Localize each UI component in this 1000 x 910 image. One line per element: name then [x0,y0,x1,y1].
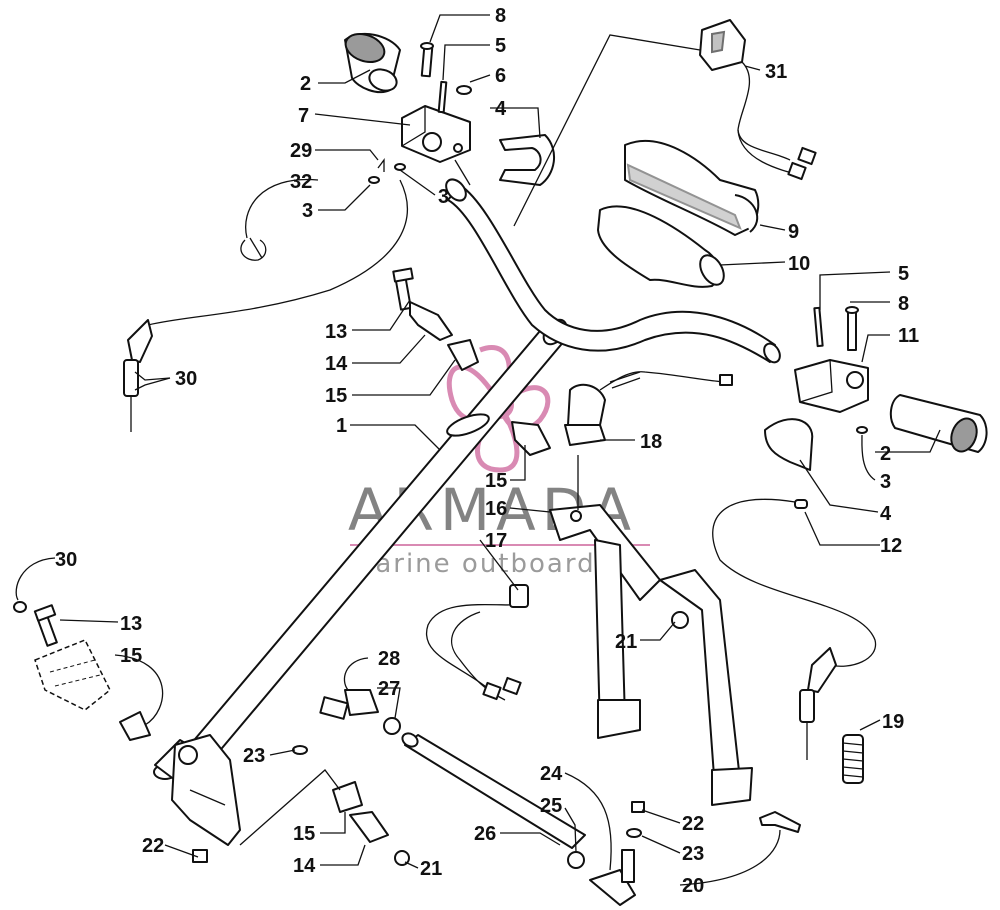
callout-13-lower: 13 [120,613,142,635]
watermark-tagline: marine outboards [348,549,611,579]
callout-4-left: 4 [495,98,507,120]
callout-7: 7 [298,105,309,127]
nut-22-lower-right [631,801,645,813]
upper-clamp-14 [409,301,453,341]
callout-23-left: 23 [243,745,265,767]
callout-5-top: 5 [495,35,506,57]
throttle-lever-4-right [764,418,814,471]
throttle-cable-30 [123,179,408,432]
callout-30-top: 30 [175,368,197,390]
callout-15-lower: 15 [293,823,315,845]
nut-22-lower-left [192,849,208,863]
callout-3-mid: 3 [438,186,449,208]
right-grip-2 [889,394,988,453]
callout-18: 18 [640,431,662,453]
washer-6 [456,85,472,95]
callout-24: 24 [540,763,563,785]
cable-12 [712,498,877,760]
washer-23-right [626,828,642,838]
callout-15-top: 15 [325,385,347,407]
leader-lines [15,14,941,886]
right-throttle-housing-11 [794,359,869,413]
callout-2-right: 2 [880,443,891,465]
callout-22-right: 22 [682,813,704,835]
callout-4-right: 4 [880,503,892,525]
nut-21-upper [671,611,689,629]
callout-23-right: 23 [682,843,704,865]
upper-clamp-15 [447,339,479,371]
small-washers-3-left [368,158,406,184]
callout-21-upper: 21 [615,631,637,653]
spring-19 [842,734,864,784]
tie-rod-26 [401,732,586,849]
clip-32 [240,237,267,261]
ball-joint-28 [319,689,379,720]
callout-3-left: 3 [302,200,313,222]
bolt-13-lower [33,604,58,647]
harness-17 [425,584,529,701]
callout-30-lower: 30 [55,549,77,571]
throttle-lever-4-left [499,134,556,186]
handlebar [445,178,781,364]
key-switch-18 [564,371,733,446]
dashed-bracket [34,639,111,711]
callout-20: 20 [682,875,704,897]
support-frame-16 [549,504,753,806]
callout-9: 9 [788,221,799,243]
clamp-15-lower-left [119,711,151,741]
nut-21-lower [394,850,410,866]
callout-5-right: 5 [898,263,909,285]
mid-clamp-15 [511,421,551,456]
callout-17: 17 [485,530,507,552]
throttle-housing-7 [401,105,471,163]
callout-11: 11 [898,325,919,347]
kill-switch-31 [699,19,817,181]
pin-5-left [437,80,448,114]
handlebar-foam-10 [597,205,725,288]
washer-23-left [292,745,308,755]
ball-joint-24 [589,849,636,906]
callout-26: 26 [474,823,496,845]
callout-1: 1 [336,415,347,437]
callout-14-top: 14 [325,353,348,375]
screw-8-right [845,306,859,351]
pin-5-right [813,306,824,348]
callout-32: 32 [290,171,312,193]
callout-22-left: 22 [142,835,164,857]
callout-14-lower: 14 [293,855,316,877]
callout-12: 12 [880,535,902,557]
callout-27: 27 [378,678,400,700]
left-grip-2 [344,32,401,94]
callout-3-right: 3 [880,471,891,493]
washer-3-right [856,426,868,434]
callout-21-lower: 21 [420,858,442,880]
callout-8-right: 8 [898,293,909,315]
callout-15-mid: 15 [485,470,507,492]
screw-8-left [420,42,434,78]
cotter-pin-20 [759,811,801,833]
callout-25: 25 [540,795,562,817]
reference-lines [239,34,701,846]
callout-31: 31 [765,61,787,83]
nut-27 [383,717,401,735]
callout-15-lower-left: 15 [120,645,142,667]
callout-10: 10 [788,253,810,275]
nut-25 [567,851,585,869]
callout-2-left: 2 [300,73,311,95]
callout-labels: 8 5 6 4 2 7 29 32 3 3 31 9 10 5 8 11 2 3… [55,5,919,897]
callout-19: 19 [882,711,904,733]
lower-column-bracket [171,734,241,846]
callout-16: 16 [485,498,507,520]
callout-6: 6 [495,65,506,87]
washer-30-lower [13,601,27,613]
callout-28: 28 [378,648,400,670]
callout-29: 29 [290,140,312,162]
callout-13-top: 13 [325,321,347,343]
upper-bolt-13 [392,267,414,311]
callout-8-top: 8 [495,5,506,27]
handlebar-pad-9 [624,139,760,236]
